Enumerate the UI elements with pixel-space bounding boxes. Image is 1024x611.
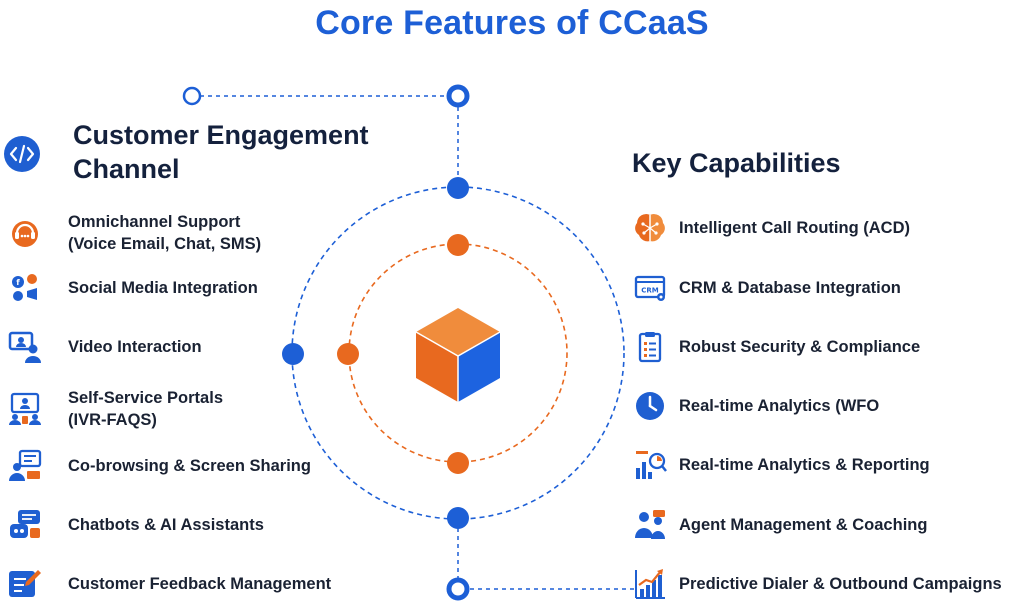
- capability-analytics-reporting: Real-time Analytics & Reporting: [633, 448, 930, 482]
- inner-ring-node-top: [447, 234, 469, 256]
- svg-text:f: f: [16, 278, 20, 287]
- feature-customer-feedback: Customer Feedback Management: [8, 567, 331, 601]
- feature-social-media-label: Social Media Integration: [68, 279, 258, 297]
- capability-agent-management: Agent Management & Coaching: [633, 508, 927, 542]
- feature-co-browsing-label: Co-browsing & Screen Sharing: [68, 457, 311, 475]
- left-heading-line1: Customer Engagement: [73, 120, 369, 150]
- self-service-portal-icon: [9, 392, 41, 425]
- feature-omnichannel-line1: Omnichannel Support: [68, 213, 241, 231]
- feature-self-service-line1: Self-Service Portals: [68, 389, 223, 407]
- isometric-cube-icon: [415, 308, 501, 402]
- right-section-heading: Key Capabilities: [632, 148, 841, 178]
- left-section-heading: Customer Engagement Channel: [73, 118, 369, 186]
- screen-sharing-icon: [9, 449, 42, 481]
- feature-omnichannel-line2: (Voice Email, Chat, SMS): [68, 235, 262, 253]
- capability-agent-label: Agent Management & Coaching: [679, 516, 928, 534]
- feature-social-media: f Social Media Integration: [8, 271, 258, 305]
- outer-ring-node-left: [282, 343, 304, 365]
- feature-omnichannel-support: Omnichannel Support (Voice Email, Chat, …: [8, 211, 261, 255]
- feature-video-interaction: Video Interaction: [8, 330, 202, 364]
- code-icon: [4, 136, 40, 172]
- capability-dialer-label: Predictive Dialer & Outbound Campaigns: [679, 575, 1002, 593]
- clipboard-checklist-icon: [638, 332, 662, 363]
- chatbot-icon: [10, 510, 40, 538]
- feature-chatbots-label: Chatbots & AI Assistants: [68, 516, 264, 534]
- capability-analytics-wfo: Real-time Analytics (WFO: [633, 389, 879, 423]
- capability-call-routing: Intelligent Call Routing (ACD): [633, 211, 910, 245]
- capability-crm-integration: CRM CRM & Database Integration: [633, 271, 901, 305]
- outer-ring-node-top: [447, 177, 469, 199]
- capability-security-label: Robust Security & Compliance: [679, 338, 921, 356]
- capability-call-routing-label: Intelligent Call Routing (ACD): [679, 219, 910, 237]
- feature-chatbots: Chatbots & AI Assistants: [8, 508, 264, 542]
- page-title: Core Features of CCaaS: [315, 4, 709, 42]
- feature-self-service-line2: (IVR-FAQS): [68, 411, 157, 429]
- capability-security: Robust Security & Compliance: [633, 330, 920, 364]
- feature-feedback-label: Customer Feedback Management: [68, 575, 332, 593]
- top-junction-node: [446, 84, 470, 108]
- agent-coaching-icon: [635, 510, 665, 539]
- clock-icon: [636, 392, 664, 420]
- left-heading-line2: Channel: [73, 154, 180, 184]
- social-media-icon: f: [12, 274, 37, 301]
- capability-predictive-dialer: Predictive Dialer & Outbound Campaigns: [633, 567, 1002, 601]
- growth-chart-icon: [635, 569, 665, 599]
- capability-analytics-reporting-label: Real-time Analytics & Reporting: [679, 456, 930, 474]
- capability-analytics-wfo-label: Real-time Analytics (WFO: [679, 397, 880, 415]
- crm-icon-text: CRM: [641, 287, 659, 295]
- video-call-icon: [8, 331, 41, 363]
- headset-agent-icon: [12, 221, 38, 247]
- feature-co-browsing: Co-browsing & Screen Sharing: [8, 449, 311, 483]
- inner-ring-node-left: [337, 343, 359, 365]
- top-left-endpoint: [182, 86, 202, 106]
- outer-ring-node-bottom: [447, 507, 469, 529]
- feature-video-label: Video Interaction: [68, 338, 202, 356]
- inner-ring-node-bottom: [447, 452, 469, 474]
- connector-lines: [200, 95, 638, 590]
- analytics-report-icon: [636, 451, 667, 479]
- capability-crm-label: CRM & Database Integration: [679, 279, 901, 297]
- feedback-icon: [9, 570, 41, 597]
- bottom-junction-node: [446, 577, 470, 601]
- feature-self-service: Self-Service Portals (IVR-FAQS): [8, 387, 223, 431]
- outer-ring: [291, 186, 625, 520]
- ai-brain-icon: [635, 214, 665, 242]
- crm-window-icon: CRM: [634, 275, 666, 301]
